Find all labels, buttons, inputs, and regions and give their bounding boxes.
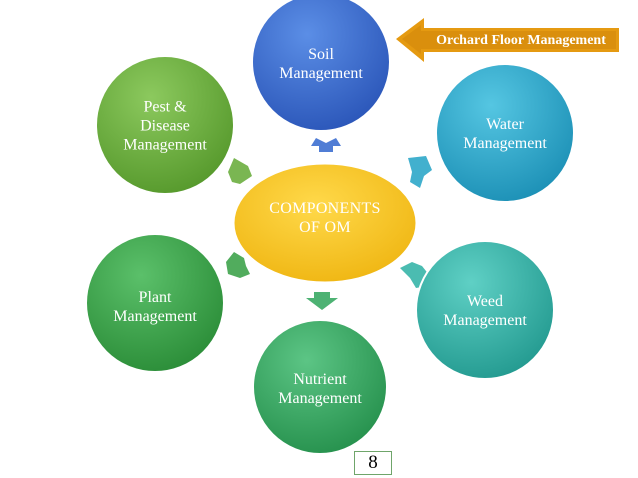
arrow-to-pest xyxy=(228,158,252,184)
plant-label: Plant Management xyxy=(113,289,197,325)
plant-circle xyxy=(85,233,225,373)
center-ellipse xyxy=(231,161,419,285)
center-label: COMPONENTS OF OM xyxy=(269,200,381,236)
pest-circle xyxy=(95,55,235,195)
arrow-to-soil xyxy=(311,138,341,152)
water-label: Water Management xyxy=(463,116,547,152)
nutrient-circle xyxy=(252,319,388,455)
water-circle xyxy=(435,63,575,203)
arrow-to-nutrient xyxy=(306,292,338,310)
soil-label: Soil Management xyxy=(279,46,363,82)
nutrient-label: Nutrient Management xyxy=(278,371,362,407)
banner-text: Orchard Floor Management xyxy=(436,33,606,48)
arrow-to-plant xyxy=(226,252,250,278)
soil-circle xyxy=(251,0,391,132)
weed-circle xyxy=(415,240,555,380)
banner-shape xyxy=(396,18,619,62)
weed-label: Weed Management xyxy=(443,293,527,329)
page-number: 8 xyxy=(354,451,392,475)
pest-label: Pest & Disease Management xyxy=(123,98,207,154)
connector-arrows xyxy=(226,138,432,310)
arrow-to-water xyxy=(408,156,432,188)
